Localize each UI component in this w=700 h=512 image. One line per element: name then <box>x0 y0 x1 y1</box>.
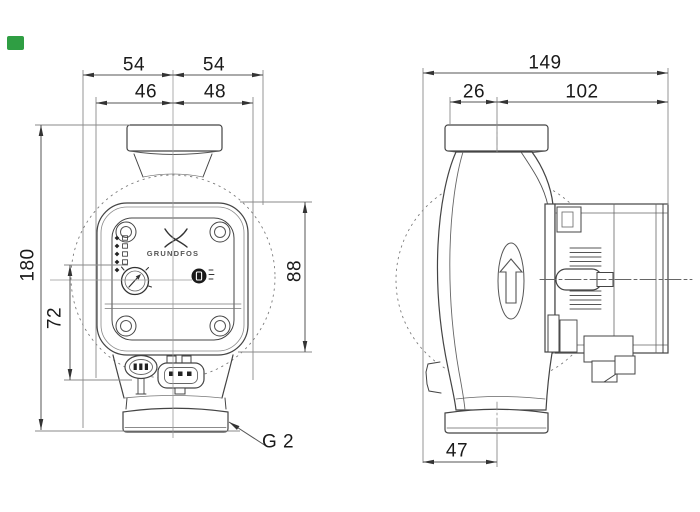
front-bottom-flange <box>122 397 229 433</box>
side-view-drawing <box>395 120 693 441</box>
dim-overall-height-label: 180 <box>17 248 39 282</box>
dim-port-offset-label: 47 <box>445 440 469 462</box>
side-bottom-flange <box>444 408 549 434</box>
side-view-dimension-lines <box>422 68 669 467</box>
g2-leader-arrowhead <box>229 422 240 430</box>
center-button <box>191 268 215 284</box>
thread-size-label: G 2 <box>261 431 295 453</box>
dim-width-right-label: 54 <box>202 54 226 76</box>
side-motor-block <box>539 203 693 354</box>
small-plug-connector <box>124 354 158 395</box>
dim-front-depth-label: 26 <box>462 81 486 103</box>
dim-overall-depth-label: 149 <box>528 52 562 74</box>
dim-box-height-label: 88 <box>284 259 306 283</box>
cooling-fins <box>569 247 602 310</box>
large-plug-connector <box>157 355 205 395</box>
top-clip <box>556 206 582 233</box>
grundfos-butterfly-icon <box>164 228 188 248</box>
side-electrical-plug <box>583 335 636 383</box>
front-view-dimension-lines <box>35 70 312 447</box>
selector-knob <box>120 266 152 296</box>
dim-lower-height-label: 72 <box>44 306 66 330</box>
front-control-box <box>96 202 249 356</box>
dim-port-left-label: 46 <box>134 81 158 103</box>
side-body-profile <box>436 151 554 411</box>
side-top-flange <box>444 124 549 155</box>
dim-width-left-label: 54 <box>122 54 146 76</box>
grundfos-logo-text: GRUNDFOS <box>147 249 200 258</box>
bottom-clip-b <box>559 319 578 353</box>
front-top-port <box>126 124 223 178</box>
dim-rear-depth-label: 102 <box>565 81 599 103</box>
green-badge <box>7 36 24 50</box>
front-view-drawing <box>70 124 276 433</box>
led-indicator-panel <box>114 235 128 273</box>
bottom-clip-a <box>547 314 560 353</box>
front-corner-screws <box>115 221 231 337</box>
dim-port-right-label: 48 <box>203 81 227 103</box>
flow-direction-arrow <box>497 242 525 320</box>
side-connector-bump <box>425 361 442 394</box>
